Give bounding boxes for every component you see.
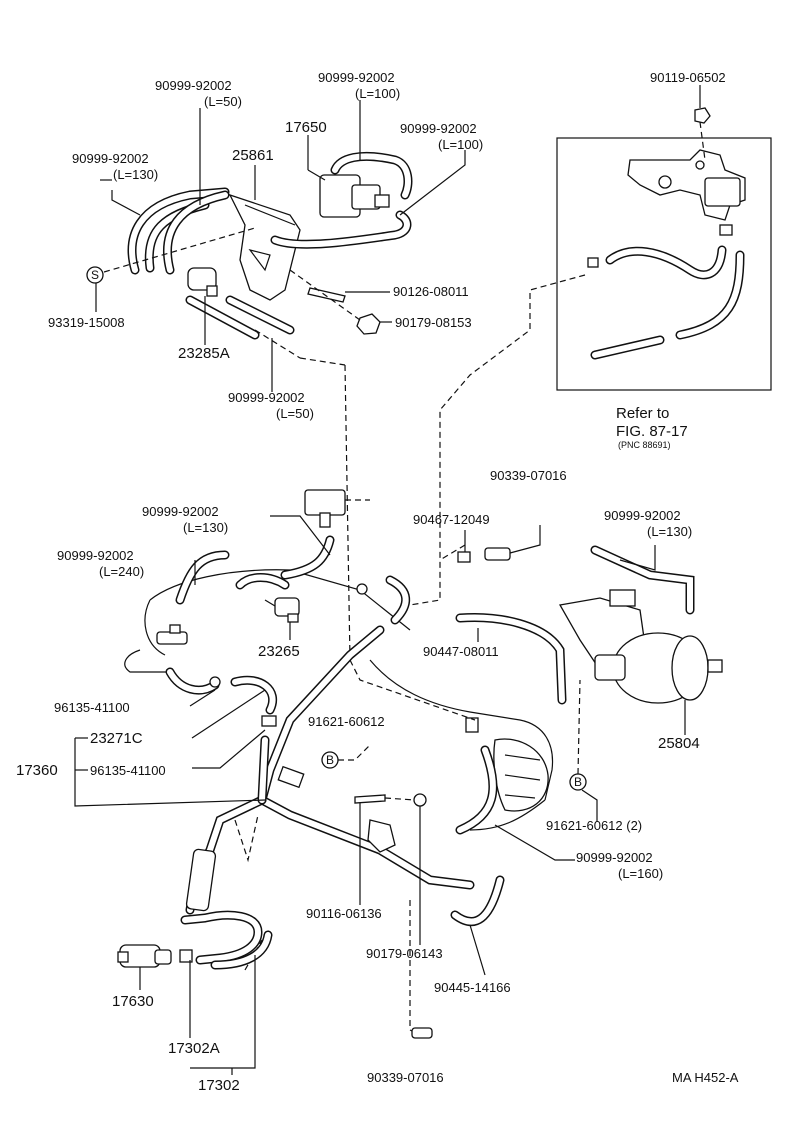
mark-s: S	[91, 268, 99, 282]
middle-assembly: B B	[124, 489, 587, 1039]
label-90339-top: 90339-07016	[490, 468, 567, 483]
label-90999-240-len: (L=240)	[99, 564, 144, 579]
part-25804	[558, 545, 723, 704]
label-96135-b: 96135-41100	[90, 763, 166, 778]
bottom-left-assembly	[117, 848, 273, 970]
mark-b2: B	[574, 775, 582, 789]
label-23265: 23265	[258, 643, 300, 660]
label-90999-50-bot-len: (L=50)	[276, 406, 314, 421]
mark-b1: B	[326, 753, 334, 767]
label-23285a: 23285A	[178, 345, 230, 362]
label-90116: 90116-06136	[306, 906, 382, 921]
label-90999-160: 90999-92002	[576, 850, 653, 865]
label-90467: 90467-12049	[413, 512, 490, 527]
leaders-top-left	[95, 100, 466, 392]
label-90999-240: 90999-92002	[57, 548, 134, 563]
label-23271c: 23271C	[90, 730, 143, 747]
label-17360: 17360	[16, 762, 58, 779]
label-25861: 25861	[232, 147, 274, 164]
label-90999-130-right-len: (L=130)	[647, 524, 692, 539]
label-90999-100-b: 90999-92002	[400, 121, 477, 136]
label-17650: 17650	[285, 119, 327, 136]
label-17302: 17302	[198, 1077, 240, 1094]
leaders-mid	[74, 515, 686, 1075]
label-90179-08153: 90179-08153	[395, 315, 472, 330]
label-90999-100-a-len: (L=100)	[355, 86, 400, 101]
label-refer-to: Refer to	[616, 405, 669, 422]
label-17302a: 17302A	[168, 1040, 220, 1057]
label-90999-130-mid-len: (L=130)	[183, 520, 228, 535]
callout-labels: 90999-92002 (L=50) 90999-92002 (L=100) 9…	[16, 70, 739, 1094]
label-25804: 25804	[658, 735, 700, 752]
label-90999-130-left-len: (L=130)	[113, 167, 158, 182]
label-91621-b: 91621-60612 (2)	[546, 818, 642, 833]
label-refer-pnc: (PNC 88691)	[618, 440, 671, 450]
label-90999-50-top-len: (L=50)	[204, 94, 242, 109]
label-90999-130-mid: 90999-92002	[142, 504, 219, 519]
refer-box	[409, 85, 772, 606]
label-90999-50-bot: 90999-92002	[228, 390, 305, 405]
label-ref-code: MA H452-A	[672, 1070, 739, 1085]
label-17630: 17630	[112, 993, 154, 1010]
label-90339-bot: 90339-07016	[367, 1070, 444, 1085]
top-left-assembly: S	[86, 151, 413, 661]
label-90999-100-a: 90999-92002	[318, 70, 395, 85]
label-90447: 90447-08011	[423, 644, 499, 659]
label-90999-160-len: (L=160)	[618, 866, 663, 881]
label-96135-a: 96135-41100	[54, 700, 130, 715]
label-90999-130-right: 90999-92002	[604, 508, 681, 523]
label-refer-fig: FIG. 87-17	[616, 423, 688, 440]
label-90126: 90126-08011	[393, 284, 469, 299]
label-90445: 90445-14166	[434, 980, 511, 995]
label-90179-06143: 90179-06143	[366, 946, 443, 961]
label-90999-130-left: 90999-92002	[72, 151, 149, 166]
label-93319: 93319-15008	[48, 315, 125, 330]
label-90999-100-b-len: (L=100)	[438, 137, 483, 152]
label-91621-a: 91621-60612	[308, 714, 385, 729]
label-90999-50-top: 90999-92002	[155, 78, 232, 93]
label-90119: 90119-06502	[650, 70, 726, 85]
